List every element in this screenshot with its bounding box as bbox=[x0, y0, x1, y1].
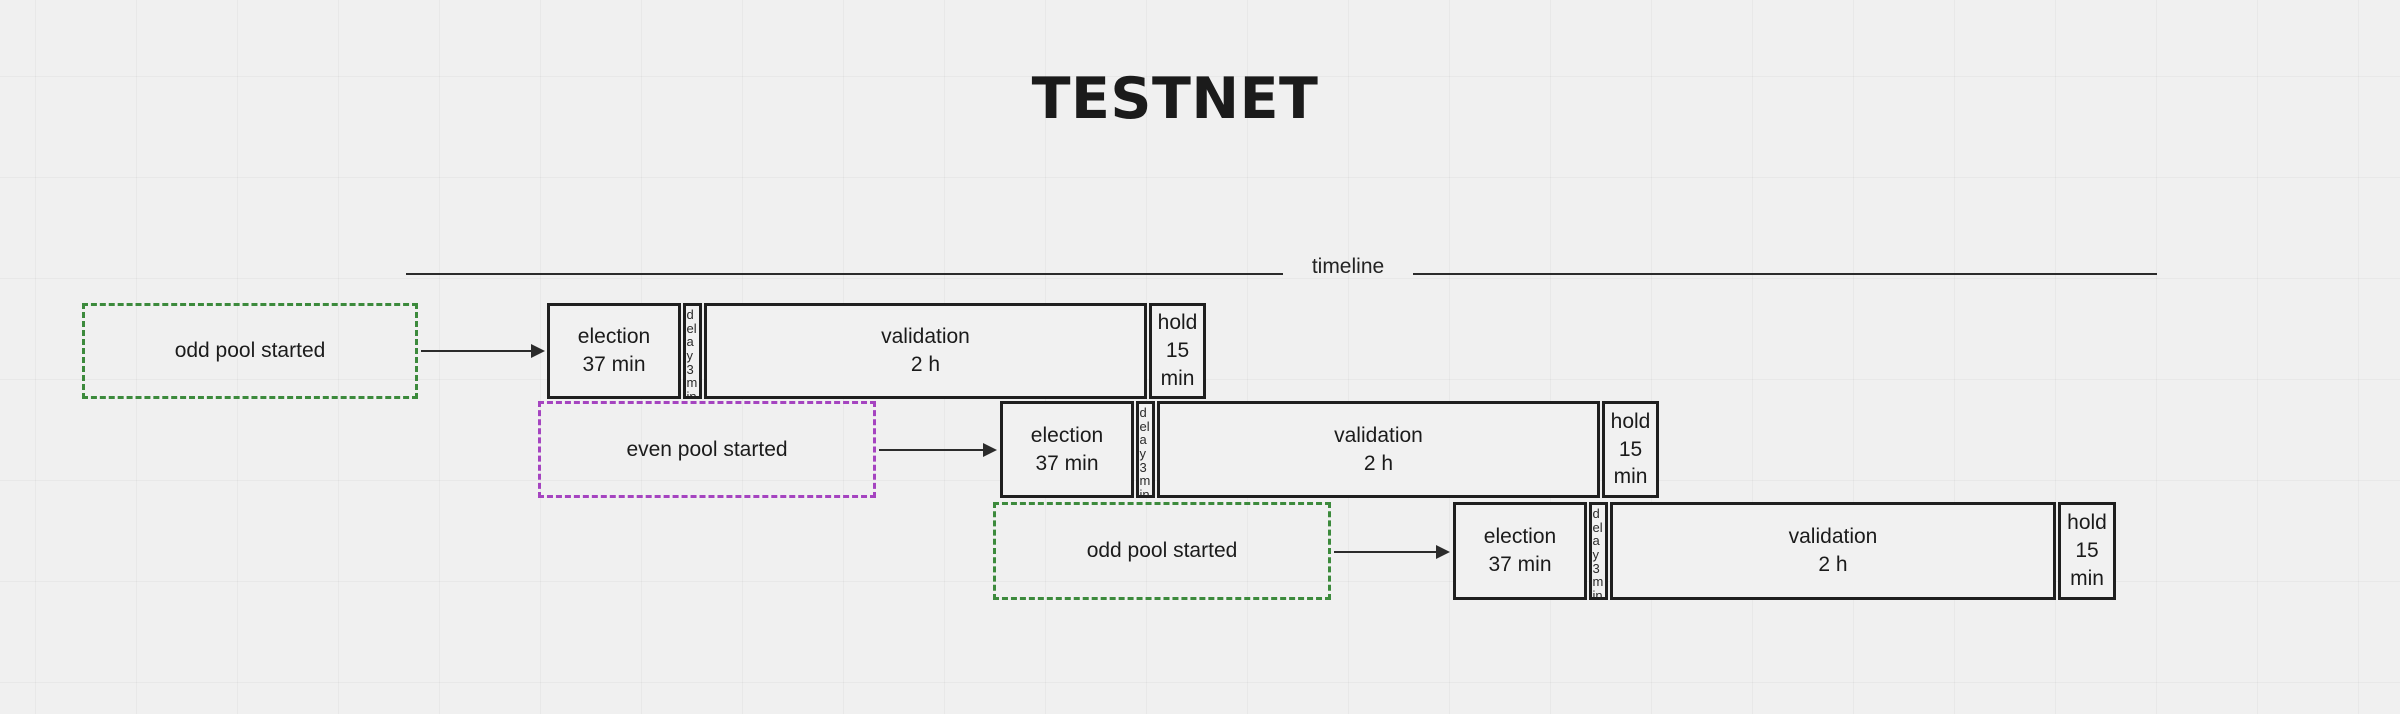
block-title: validation bbox=[1334, 423, 1423, 447]
arrow-to-election-3 bbox=[1334, 545, 1450, 559]
block-delay-label: delay 3 min bbox=[1139, 405, 1151, 498]
block-duration-unit: min bbox=[1613, 465, 1648, 489]
arrow-to-election-2 bbox=[879, 443, 997, 457]
block-duration-unit: min bbox=[2070, 566, 2104, 590]
block-election-1[interactable]: election 37 min bbox=[547, 303, 681, 399]
timeline-label: timeline bbox=[1311, 255, 1385, 278]
block-title: validation bbox=[1788, 525, 1878, 549]
block-title: hold bbox=[1610, 409, 1651, 433]
block-duration: 2 h bbox=[910, 353, 941, 376]
block-title: election bbox=[1030, 423, 1104, 447]
arrow-shaft bbox=[879, 449, 984, 451]
block-delay-3[interactable]: delay 3 min bbox=[1589, 502, 1608, 600]
note-odd-pool-started-3: odd pool started bbox=[993, 502, 1331, 600]
block-validation-2[interactable]: validation 2 h bbox=[1157, 401, 1600, 498]
block-duration: 2 h bbox=[1363, 451, 1394, 475]
block-duration: 37 min bbox=[582, 353, 646, 376]
arrow-head bbox=[1436, 545, 1450, 559]
note-even-pool-started-2: even pool started bbox=[538, 401, 876, 498]
block-hold-2[interactable]: hold 15 min bbox=[1602, 401, 1659, 498]
block-delay-label: delay 3 min bbox=[1592, 506, 1604, 600]
block-duration-value: 15 bbox=[1165, 339, 1190, 363]
block-duration-unit: min bbox=[1160, 366, 1195, 390]
page-title: TESTNET bbox=[1031, 66, 1319, 132]
block-duration: 37 min bbox=[1488, 553, 1552, 576]
timeline-axis: timeline bbox=[406, 255, 2157, 283]
note-odd-pool-started-1: odd pool started bbox=[82, 303, 418, 399]
arrow-shaft bbox=[421, 350, 532, 352]
block-title: election bbox=[577, 325, 651, 349]
block-title: hold bbox=[1157, 311, 1198, 335]
block-validation-1[interactable]: validation 2 h bbox=[704, 303, 1147, 399]
block-duration-value: 15 bbox=[2075, 539, 2099, 563]
block-duration: 37 min bbox=[1035, 451, 1099, 475]
note-label: even pool started bbox=[626, 437, 788, 461]
block-hold-3[interactable]: hold 15 min bbox=[2058, 502, 2116, 600]
block-election-3[interactable]: election 37 min bbox=[1453, 502, 1587, 600]
block-validation-3[interactable]: validation 2 h bbox=[1610, 502, 2056, 600]
block-title: validation bbox=[881, 325, 970, 349]
block-title: election bbox=[1483, 525, 1557, 549]
timeline-line-right bbox=[1413, 273, 2157, 275]
block-title: hold bbox=[2067, 511, 2107, 535]
arrow-head bbox=[983, 443, 997, 457]
arrow-shaft bbox=[1334, 551, 1437, 553]
arrow-head bbox=[531, 344, 545, 358]
block-election-2[interactable]: election 37 min bbox=[1000, 401, 1134, 498]
block-delay-2[interactable]: delay 3 min bbox=[1136, 401, 1155, 498]
block-delay-1[interactable]: delay 3 min bbox=[683, 303, 702, 399]
block-delay-label: delay 3 min bbox=[686, 307, 698, 399]
note-label: odd pool started bbox=[1086, 539, 1238, 562]
block-hold-1[interactable]: hold 15 min bbox=[1149, 303, 1206, 399]
note-label: odd pool started bbox=[174, 339, 326, 362]
timeline-line-left bbox=[406, 273, 1283, 275]
block-duration-value: 15 bbox=[1618, 437, 1643, 461]
block-duration: 2 h bbox=[1818, 553, 1848, 576]
arrow-to-election-1 bbox=[421, 344, 545, 358]
